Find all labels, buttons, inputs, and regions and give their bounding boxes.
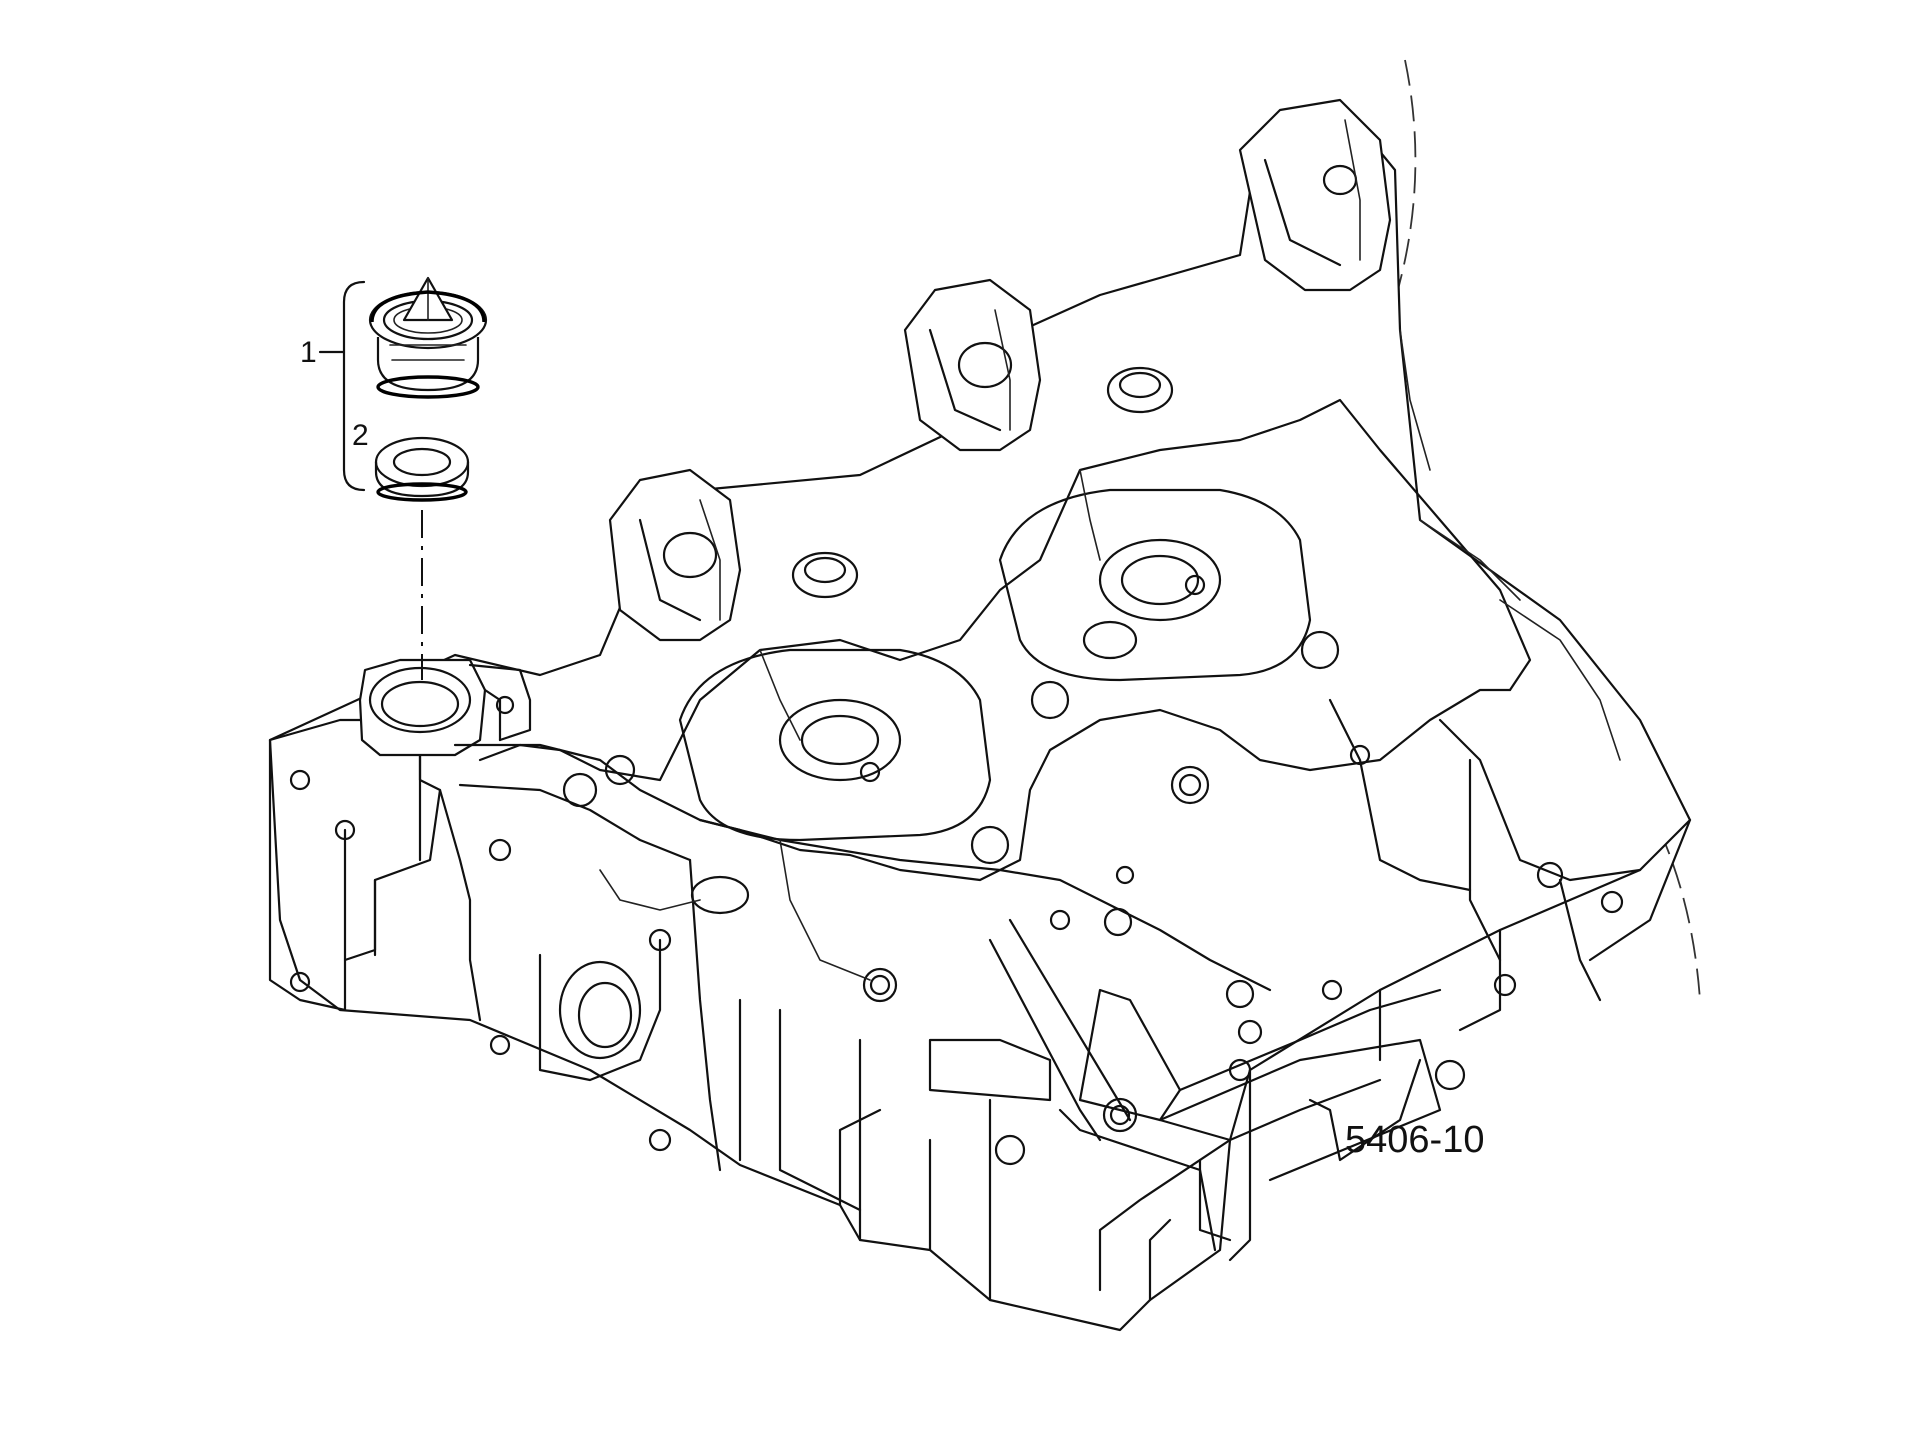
callout-label-2: 2	[352, 419, 369, 452]
exploded-parts: 1 2	[300, 276, 488, 680]
thermostat-housing	[358, 658, 532, 757]
figure-reference-code: 5406-10	[1345, 1119, 1484, 1161]
callout-label-1: 1	[300, 336, 317, 369]
bolt-holes	[562, 574, 1624, 1133]
thermostat-icon	[368, 276, 488, 399]
cylinder-pockets	[678, 366, 1312, 915]
cylinder-head-drawing	[268, 59, 1701, 1332]
group-bracket	[342, 280, 366, 492]
seal-ring-icon	[374, 436, 470, 502]
